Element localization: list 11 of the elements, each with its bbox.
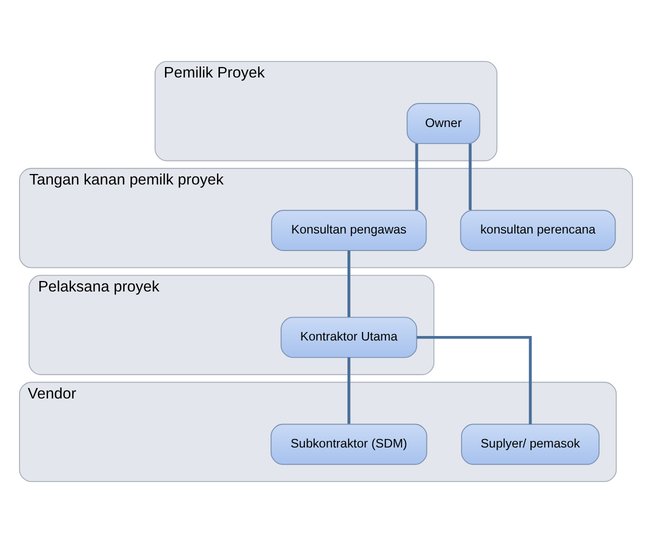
connector: [347, 250, 350, 316]
connector: [347, 357, 350, 424]
node-box: Owner: [406, 102, 480, 144]
node-box: Subkontraktor (SDM): [270, 423, 428, 464]
node-box: Kontraktor Utama: [280, 316, 418, 358]
connector: [416, 335, 532, 424]
node-box: Suplyer/ pemasok: [461, 423, 600, 464]
node-box: konsultan perencana: [460, 209, 616, 250]
connector: [468, 143, 472, 210]
node-box: Konsultan pengawas: [271, 209, 427, 250]
connector: [415, 143, 418, 210]
